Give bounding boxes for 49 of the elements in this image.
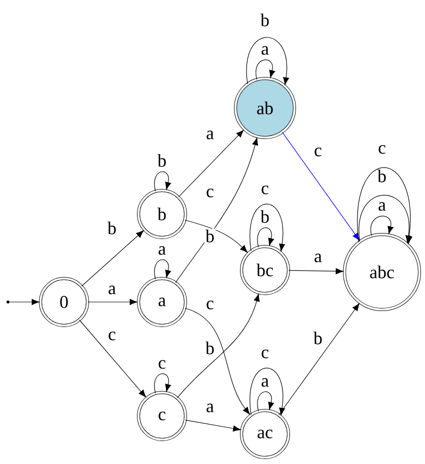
arrow	[184, 220, 248, 253]
edge-label: a	[313, 252, 323, 264]
arrow	[185, 420, 241, 432]
edge-label: c	[313, 146, 323, 158]
loop-arrow	[154, 171, 172, 192]
edge-label: b	[260, 210, 269, 223]
loop-arrow	[154, 259, 172, 280]
arrow	[178, 130, 244, 198]
loop-arrow	[250, 204, 286, 252]
arrow	[9, 298, 40, 306]
loop-arrow	[370, 216, 394, 236]
loop-arrow	[257, 227, 274, 248]
edge-label: c	[262, 350, 268, 358]
loop-arrow	[250, 368, 286, 416]
edge-label: b	[378, 170, 386, 182]
edge-label: b	[204, 228, 216, 244]
arrow	[288, 268, 344, 274]
edge-label: c	[378, 145, 386, 154]
edge-label: a	[205, 402, 215, 414]
edge-label: a	[107, 284, 117, 296]
arrow	[81, 230, 144, 286]
loop-arrow	[246, 37, 290, 85]
loop-arrow	[154, 373, 172, 394]
edge-label: a	[262, 378, 269, 387]
loop-arrow	[357, 167, 412, 244]
start-point	[6, 300, 10, 304]
loop-arrow	[256, 60, 276, 80]
edge-label: c	[158, 360, 166, 369]
arrow	[175, 138, 258, 283]
edge-label: a	[205, 130, 215, 140]
arrow	[278, 303, 360, 416]
edge-label: a	[378, 202, 386, 211]
edge-label: c	[262, 186, 268, 194]
arrow	[282, 132, 360, 241]
edge-label: c	[107, 330, 117, 342]
arrow	[87, 298, 138, 306]
edge-label: b	[204, 340, 216, 356]
arrow	[79, 320, 146, 398]
edge-label: b	[260, 14, 269, 26]
edge-label: a	[158, 246, 166, 255]
edge-label: c	[205, 300, 215, 310]
edge-label: b	[158, 154, 166, 167]
edge-label: b	[106, 220, 118, 236]
loop-arrow	[257, 391, 274, 412]
arrow	[176, 294, 260, 398]
edge-label: b	[312, 330, 324, 346]
edge-label: a	[262, 46, 269, 55]
edge-label: c	[205, 188, 215, 198]
arrow	[184, 308, 250, 415]
